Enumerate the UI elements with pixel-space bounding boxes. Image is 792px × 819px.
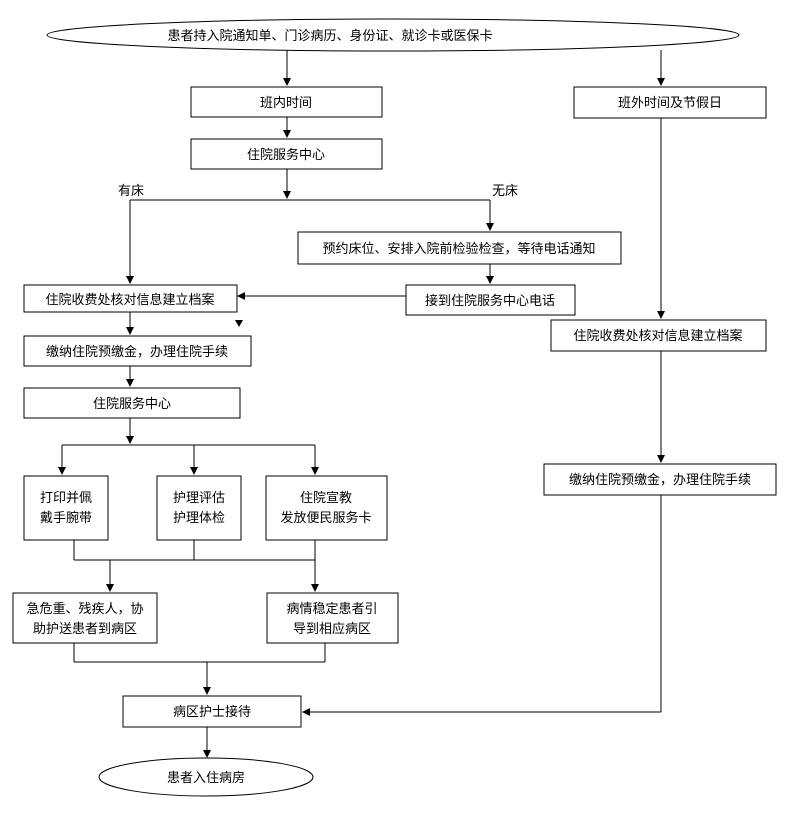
billing-check-label: 住院收费处核对信息建立档案 bbox=[45, 292, 214, 308]
pay-deposit-label: 缴纳住院预缴金，办理住院手续 bbox=[46, 344, 228, 360]
node-education: 住院宣教 发放便民服务卡 bbox=[265, 475, 388, 541]
connectors bbox=[58, 50, 665, 758]
in-hours-label: 班内时间 bbox=[260, 95, 312, 111]
node-stable-guide: 病情稳定患者引 导到相应病区 bbox=[266, 592, 399, 644]
education-line1: 住院宣教 bbox=[300, 490, 352, 506]
education-line2: 发放便民服务卡 bbox=[280, 510, 371, 526]
node-right-pay-deposit: 缴纳住院预缴金，办理住院手续 bbox=[543, 463, 777, 496]
has-bed-label: 有床 bbox=[118, 184, 144, 199]
nursing-eval-line2: 护理体检 bbox=[173, 511, 225, 526]
print-wristband-line2: 戴手腕带 bbox=[40, 510, 92, 526]
stable-guide-line2: 导到相应病区 bbox=[293, 621, 371, 637]
stable-guide-line1: 病情稳定患者引 bbox=[286, 601, 377, 617]
start-label: 患者持入院通知单、门诊病历、身份证、就诊卡或医保卡 bbox=[167, 28, 492, 44]
end-node: 患者入住病房 bbox=[98, 757, 314, 797]
receive-call-label: 接到住院服务中心电话 bbox=[425, 293, 555, 309]
node-critical-escort: 急危重、残疾人，协 助护送患者到病区 bbox=[12, 592, 158, 644]
end-label: 患者入住病房 bbox=[167, 770, 245, 786]
node-pay-deposit: 缴纳住院预缴金，办理住院手续 bbox=[23, 335, 252, 367]
nurse-reception-label: 病区护士接待 bbox=[173, 704, 251, 720]
node-service-center: 住院服务中心 bbox=[190, 138, 383, 170]
critical-escort-line2: 助护送患者到病区 bbox=[33, 622, 137, 637]
no-bed-label: 无床 bbox=[492, 184, 518, 199]
critical-escort-line1: 急危重、残疾人，协 bbox=[26, 601, 143, 617]
node-billing-check: 住院收费处核对信息建立档案 bbox=[23, 284, 238, 313]
nursing-eval-line1: 护理评估 bbox=[173, 491, 225, 506]
node-nursing-eval: 护理评估 护理体检 bbox=[156, 475, 242, 541]
stray-arrowhead bbox=[235, 320, 243, 327]
node-off-hours: 班外时间及节假日 bbox=[573, 86, 767, 119]
node-nurse-reception: 病区护士接待 bbox=[122, 695, 302, 728]
service-center-2-label: 住院服务中心 bbox=[93, 396, 171, 412]
right-pay-deposit-label: 缴纳住院预缴金，办理住院手续 bbox=[569, 472, 751, 488]
node-service-center-2: 住院服务中心 bbox=[23, 387, 241, 419]
node-receive-call: 接到住院服务中心电话 bbox=[405, 284, 576, 316]
service-center-label: 住院服务中心 bbox=[247, 147, 325, 163]
node-right-billing-check: 住院收费处核对信息建立档案 bbox=[550, 319, 767, 352]
node-print-wristband: 打印并佩 戴手腕带 bbox=[23, 475, 109, 541]
right-billing-check-label: 住院收费处核对信息建立档案 bbox=[573, 328, 742, 344]
reserve-label: 预约床位、安排入院前检验检查，等待电话通知 bbox=[322, 241, 595, 257]
off-hours-label: 班外时间及节假日 bbox=[618, 96, 722, 111]
start-node: 患者持入院通知单、门诊病历、身份证、就诊卡或医保卡 bbox=[46, 18, 740, 52]
node-reserve: 预约床位、安排入院前检验检查，等待电话通知 bbox=[297, 231, 622, 265]
print-wristband-line1: 打印并佩 bbox=[40, 491, 92, 506]
node-in-hours: 班内时间 bbox=[190, 86, 383, 118]
